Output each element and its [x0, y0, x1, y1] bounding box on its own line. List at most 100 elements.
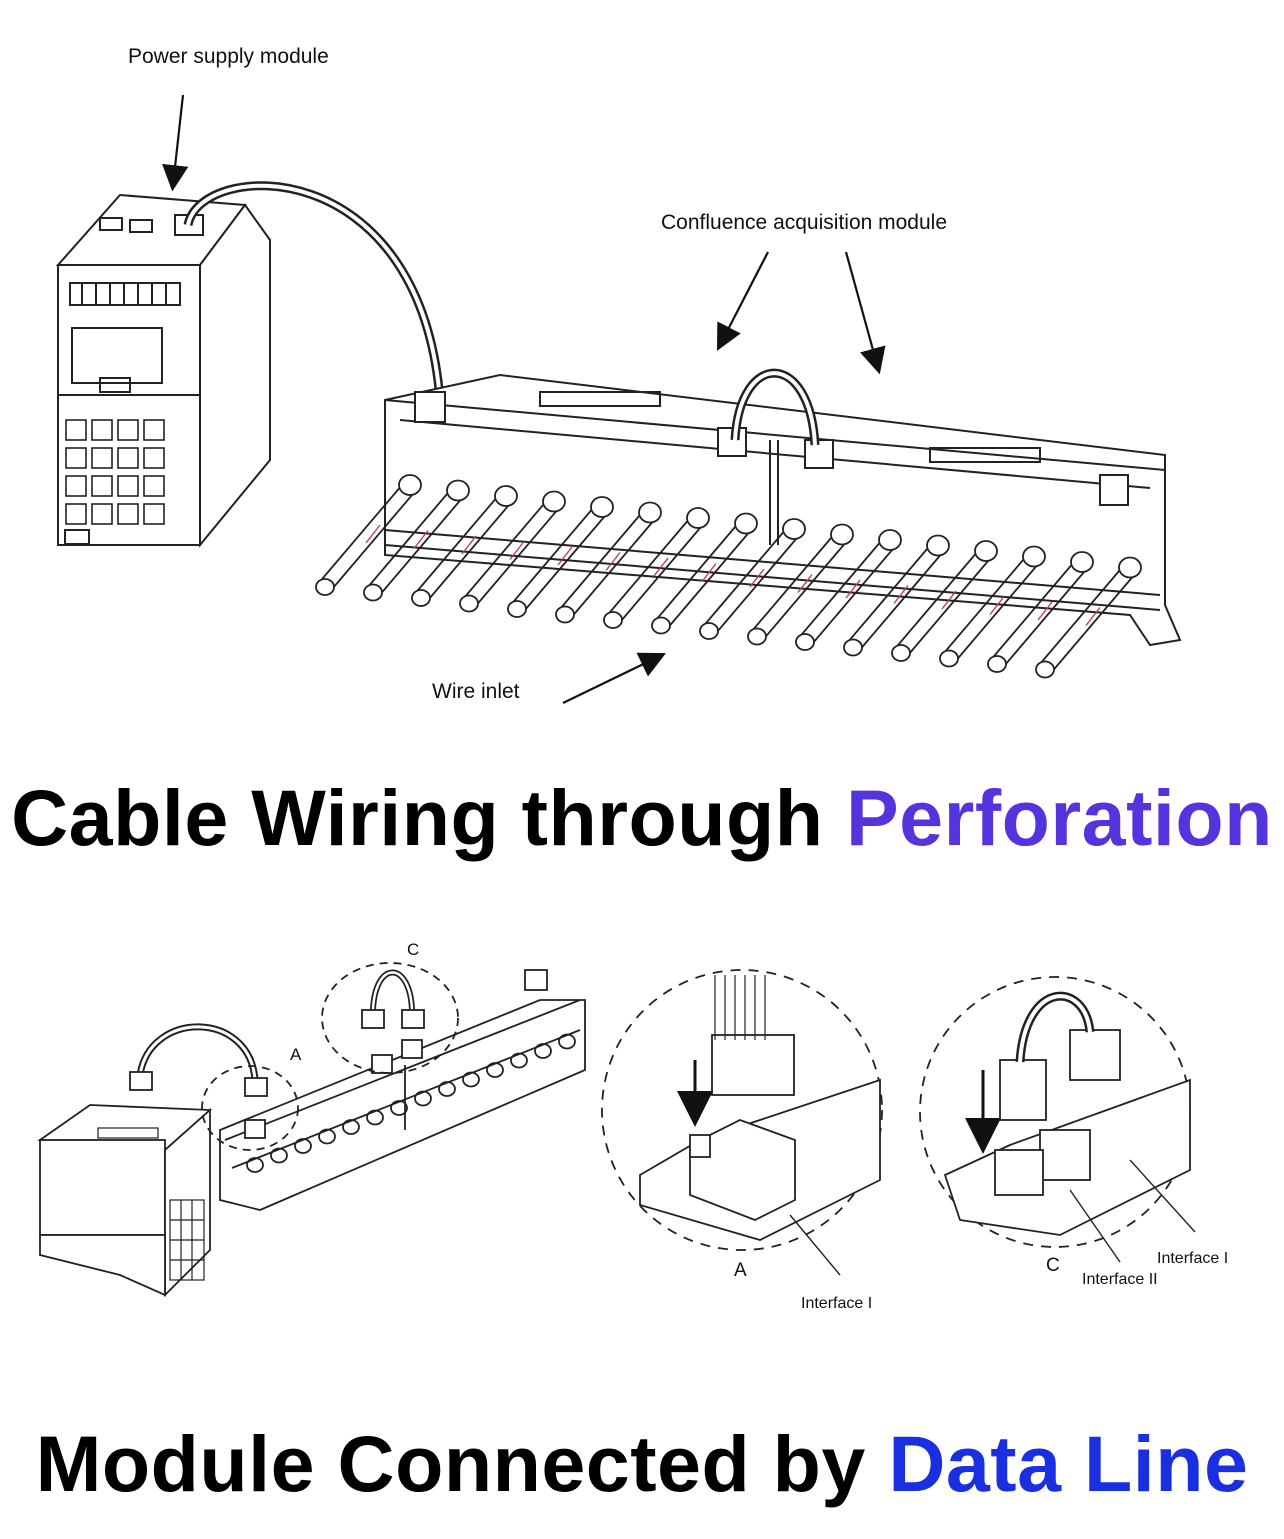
rail-hole: [366, 1109, 384, 1126]
wire: [316, 484, 419, 589]
wire-end: [843, 638, 863, 657]
bottom-overview-diagram: [37, 962, 586, 1298]
rail-hole: [342, 1119, 360, 1135]
wire-direction-mark: [461, 535, 477, 555]
wire: [508, 506, 611, 611]
wire-end: [795, 633, 815, 651]
perforation-hole: [1022, 545, 1046, 568]
power-supply-module-drawing: [55, 193, 271, 548]
perforation-hole: [926, 534, 950, 557]
wire: [748, 533, 851, 639]
perforation-hole: [1070, 551, 1094, 573]
rail-hole: [246, 1157, 264, 1173]
wire: [604, 517, 707, 622]
wire-end: [507, 600, 527, 618]
wire-end: [891, 644, 911, 662]
wire-direction-mark: [413, 530, 429, 549]
headline-cable-wiring: Cable Wiring through Perforation: [0, 772, 1284, 864]
label-confluence-acquisition-module: Confluence acquisition module: [661, 211, 947, 234]
rail-hole: [462, 1071, 480, 1088]
perforation-hole: [734, 512, 758, 535]
label-detail-c-interface-ii: Interface II: [1082, 1271, 1158, 1288]
perforation-hole: [830, 523, 854, 546]
rail-hole: [270, 1147, 288, 1164]
label-detail-c-interface-i: Interface I: [1157, 1250, 1228, 1267]
wire-end: [699, 622, 719, 640]
headline-module-connected-main: Module Connected by: [35, 1419, 889, 1508]
label-detail-a-letter: A: [734, 1260, 747, 1281]
wire: [652, 522, 755, 628]
wire: [556, 511, 659, 617]
wire-direction-mark: [989, 596, 1005, 615]
detail-c-diagram: [919, 976, 1196, 1263]
confluence-acquisition-module-drawing: [384, 368, 1182, 647]
wire-end: [987, 655, 1007, 673]
rail-hole: [318, 1128, 336, 1145]
wire-end: [459, 594, 479, 613]
rail-hole: [486, 1062, 504, 1078]
perforation-hole: [878, 529, 902, 551]
wire-direction-mark: [1085, 607, 1101, 626]
wire-direction-mark: [845, 579, 861, 599]
label-power-supply-module: Power supply module: [128, 45, 329, 68]
perforation-hole: [974, 540, 998, 562]
perforation-hole: [542, 490, 566, 513]
wire-direction-mark: [653, 557, 669, 577]
wire-direction-mark: [893, 585, 909, 604]
rail-hole: [558, 1033, 576, 1050]
wire-end: [747, 627, 767, 646]
perforation-hole: [494, 485, 518, 507]
rail-hole: [390, 1100, 408, 1116]
wire-direction-mark: [941, 590, 957, 610]
label-wire-inlet: Wire inlet: [432, 680, 520, 703]
perforation-hole: [446, 479, 470, 502]
wire-end: [651, 616, 671, 635]
wire-end: [411, 589, 431, 607]
wire: [460, 500, 563, 606]
label-detail-c-letter: C: [1046, 1255, 1060, 1276]
headline-module-connected-accent: Data Line: [888, 1419, 1249, 1508]
wire-direction-mark: [701, 563, 717, 582]
wire-direction-mark: [557, 546, 573, 566]
headline-cable-wiring-main: Cable Wiring through: [11, 773, 846, 862]
wire-direction-mark: [797, 574, 813, 593]
perforation-hole: [590, 496, 614, 518]
rail-hole: [438, 1081, 456, 1097]
wire: [700, 528, 803, 633]
wire-direction-mark: [1037, 601, 1053, 621]
headline-cable-wiring-accent: Perforation: [845, 773, 1273, 862]
rail-hole: [534, 1043, 552, 1059]
label-callout-a-overview: A: [290, 1045, 302, 1064]
label-detail-a-interface: Interface I: [801, 1295, 872, 1312]
wire-end: [603, 611, 623, 629]
wire: [940, 555, 1043, 661]
wire: [1036, 566, 1139, 672]
wire-direction-mark: [605, 552, 621, 571]
wire: [796, 539, 899, 644]
wires: [315, 474, 1142, 679]
perforation-hole: [1118, 556, 1142, 579]
detail-a-diagram: [601, 969, 883, 1276]
perforation-hole: [686, 507, 710, 529]
wire: [844, 544, 947, 650]
perforation-hole: [398, 474, 422, 496]
wire: [364, 489, 467, 595]
wire-direction-mark: [509, 541, 525, 560]
wire-direction-mark: [749, 568, 765, 588]
wire-end: [1035, 660, 1055, 679]
wire-end: [315, 578, 335, 596]
wire: [988, 561, 1091, 666]
top-diagram: [55, 94, 1182, 704]
perforation-hole: [782, 518, 806, 540]
headline-module-connected: Module Connected by Data Line: [0, 1418, 1284, 1510]
rail-hole: [510, 1052, 528, 1069]
wire-end: [939, 649, 959, 668]
rail-hole: [294, 1138, 312, 1154]
wire-end: [363, 583, 383, 602]
perforation-hole: [638, 501, 662, 524]
wire: [412, 495, 515, 600]
wire: [892, 550, 995, 655]
wire-end: [555, 605, 575, 624]
rail-hole: [414, 1090, 432, 1107]
